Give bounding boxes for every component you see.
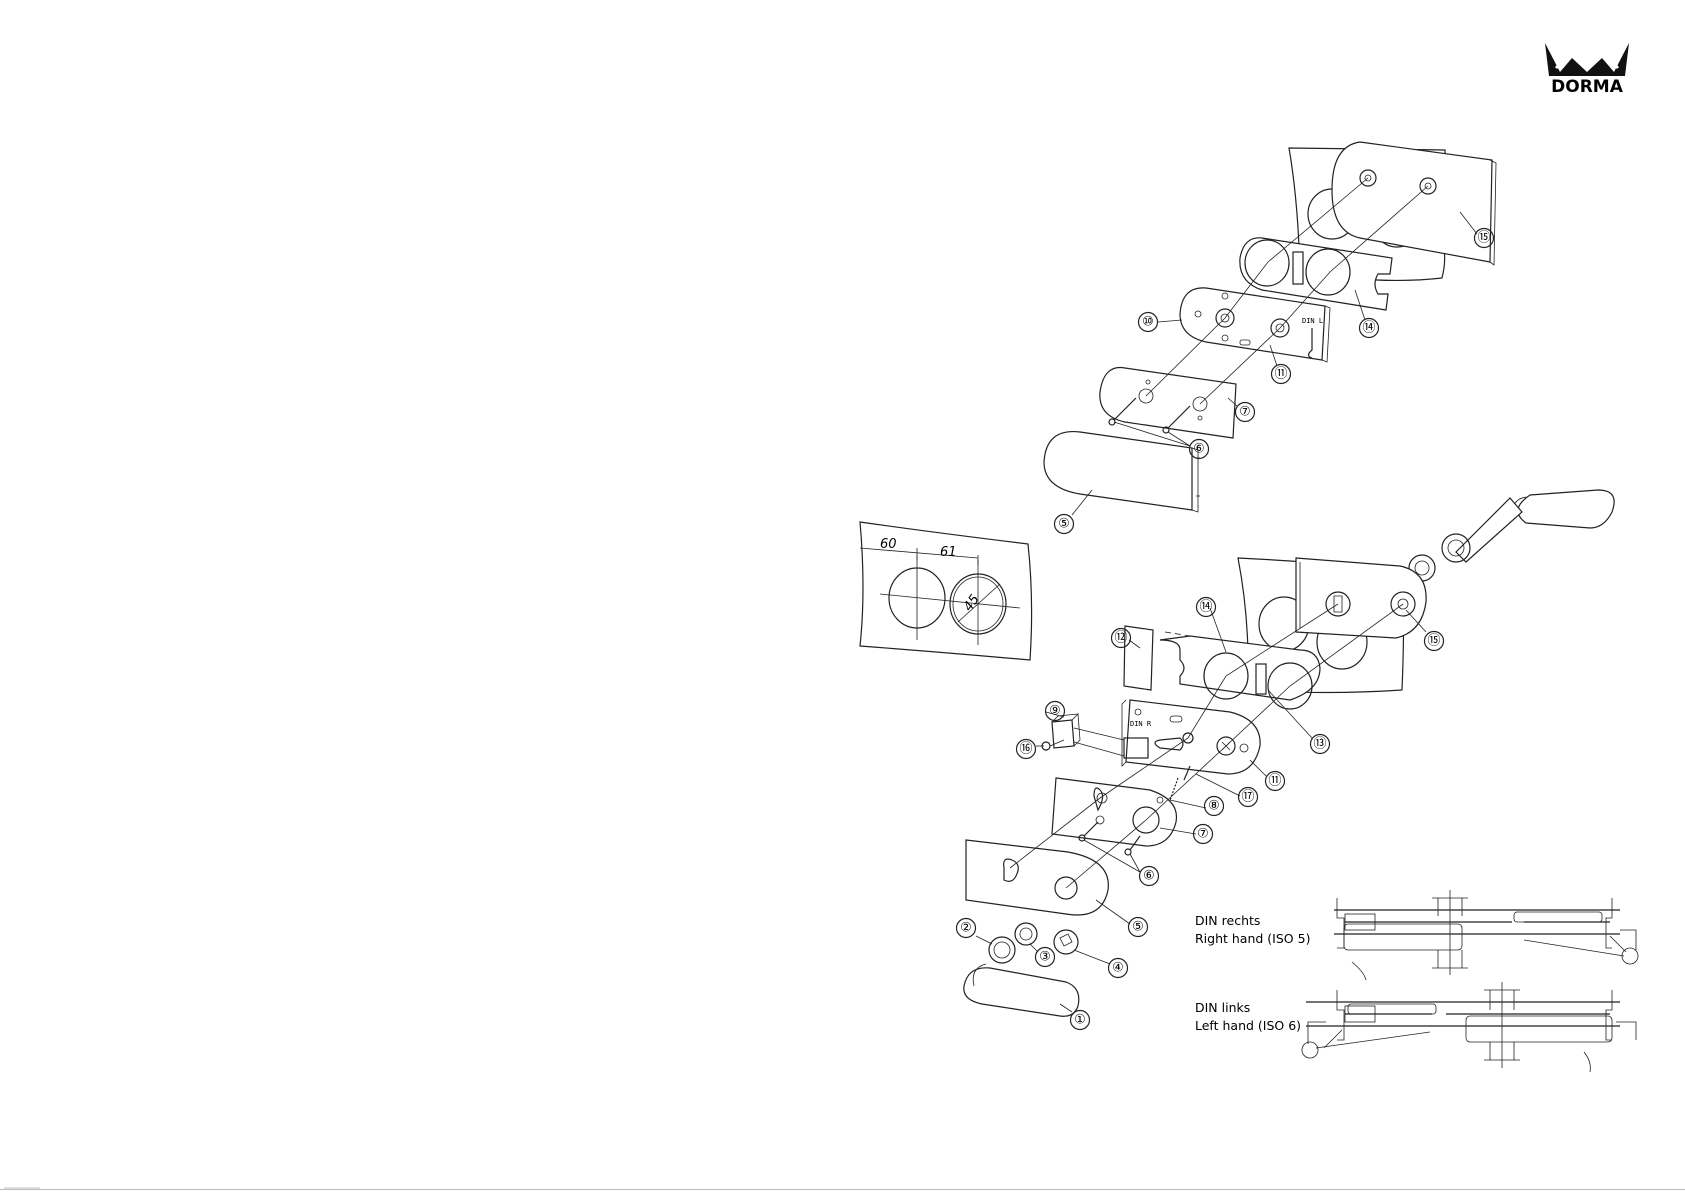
dorma-logo: DORMA <box>1545 43 1629 97</box>
rear-plate-bottom <box>1296 558 1426 638</box>
callout-4: ④ <box>1112 961 1124 976</box>
callout-1: ① <box>1074 1013 1086 1028</box>
dim-61: 61 <box>940 545 957 560</box>
callout-17: ⑰ <box>1241 790 1254 805</box>
handing-right-subtitle: Right hand (ISO 5) <box>1195 931 1310 946</box>
callout-2: ② <box>960 921 972 936</box>
outer-cover-bottom <box>966 840 1108 915</box>
callout-9: ⑨ <box>1049 704 1061 719</box>
strip-12 <box>1124 626 1153 690</box>
handing-left-title: DIN links <box>1195 1000 1250 1015</box>
handing-right-title: DIN rechts <box>1195 913 1260 928</box>
lever-handle-top <box>1409 490 1614 581</box>
handing-left: DIN links Left hand (ISO 6) <box>1195 982 1636 1072</box>
callout-7-bottom: ⑦ <box>1197 827 1209 842</box>
callout-6: ⑥ <box>1193 442 1205 457</box>
callout-12: ⑫ <box>1114 631 1127 646</box>
callout-5-bottom: ⑤ <box>1132 920 1144 935</box>
brand-name: DORMA <box>1551 77 1624 97</box>
callout-16: ⑯ <box>1019 742 1032 757</box>
callout-3: ③ <box>1039 950 1051 965</box>
callout-7: ⑦ <box>1239 405 1251 420</box>
top-assembly: DIN L <box>1044 142 1496 512</box>
callout-15-bottom: ⑮ <box>1427 634 1440 649</box>
drilling-template: 60 61 45 <box>860 522 1032 660</box>
callout-14-bottom: ⑭ <box>1199 600 1212 615</box>
callout-14: ⑭ <box>1362 321 1375 336</box>
dim-60: 60 <box>880 537 897 552</box>
din-l-stamp: DIN L <box>1302 317 1323 325</box>
page-bottom-rule <box>0 1189 1685 1190</box>
callout-15: ⑮ <box>1477 231 1490 246</box>
handing-left-subtitle: Left hand (ISO 6) <box>1195 1018 1301 1033</box>
callout-13: ⑬ <box>1313 737 1326 752</box>
callout-10: ⑩ <box>1142 315 1154 330</box>
handing-right: DIN rechts Right hand (ISO 5) <box>1195 890 1638 980</box>
callout-11: ⑪ <box>1274 367 1287 382</box>
callout-6-bottom: ⑥ <box>1143 869 1155 884</box>
callout-8: ⑧ <box>1208 799 1220 814</box>
outer-cover-top <box>1044 432 1192 510</box>
callout-5: ⑤ <box>1058 517 1070 532</box>
callout-11-bottom: ⑪ <box>1268 774 1281 789</box>
din-r-stamp: DIN R <box>1130 720 1152 728</box>
